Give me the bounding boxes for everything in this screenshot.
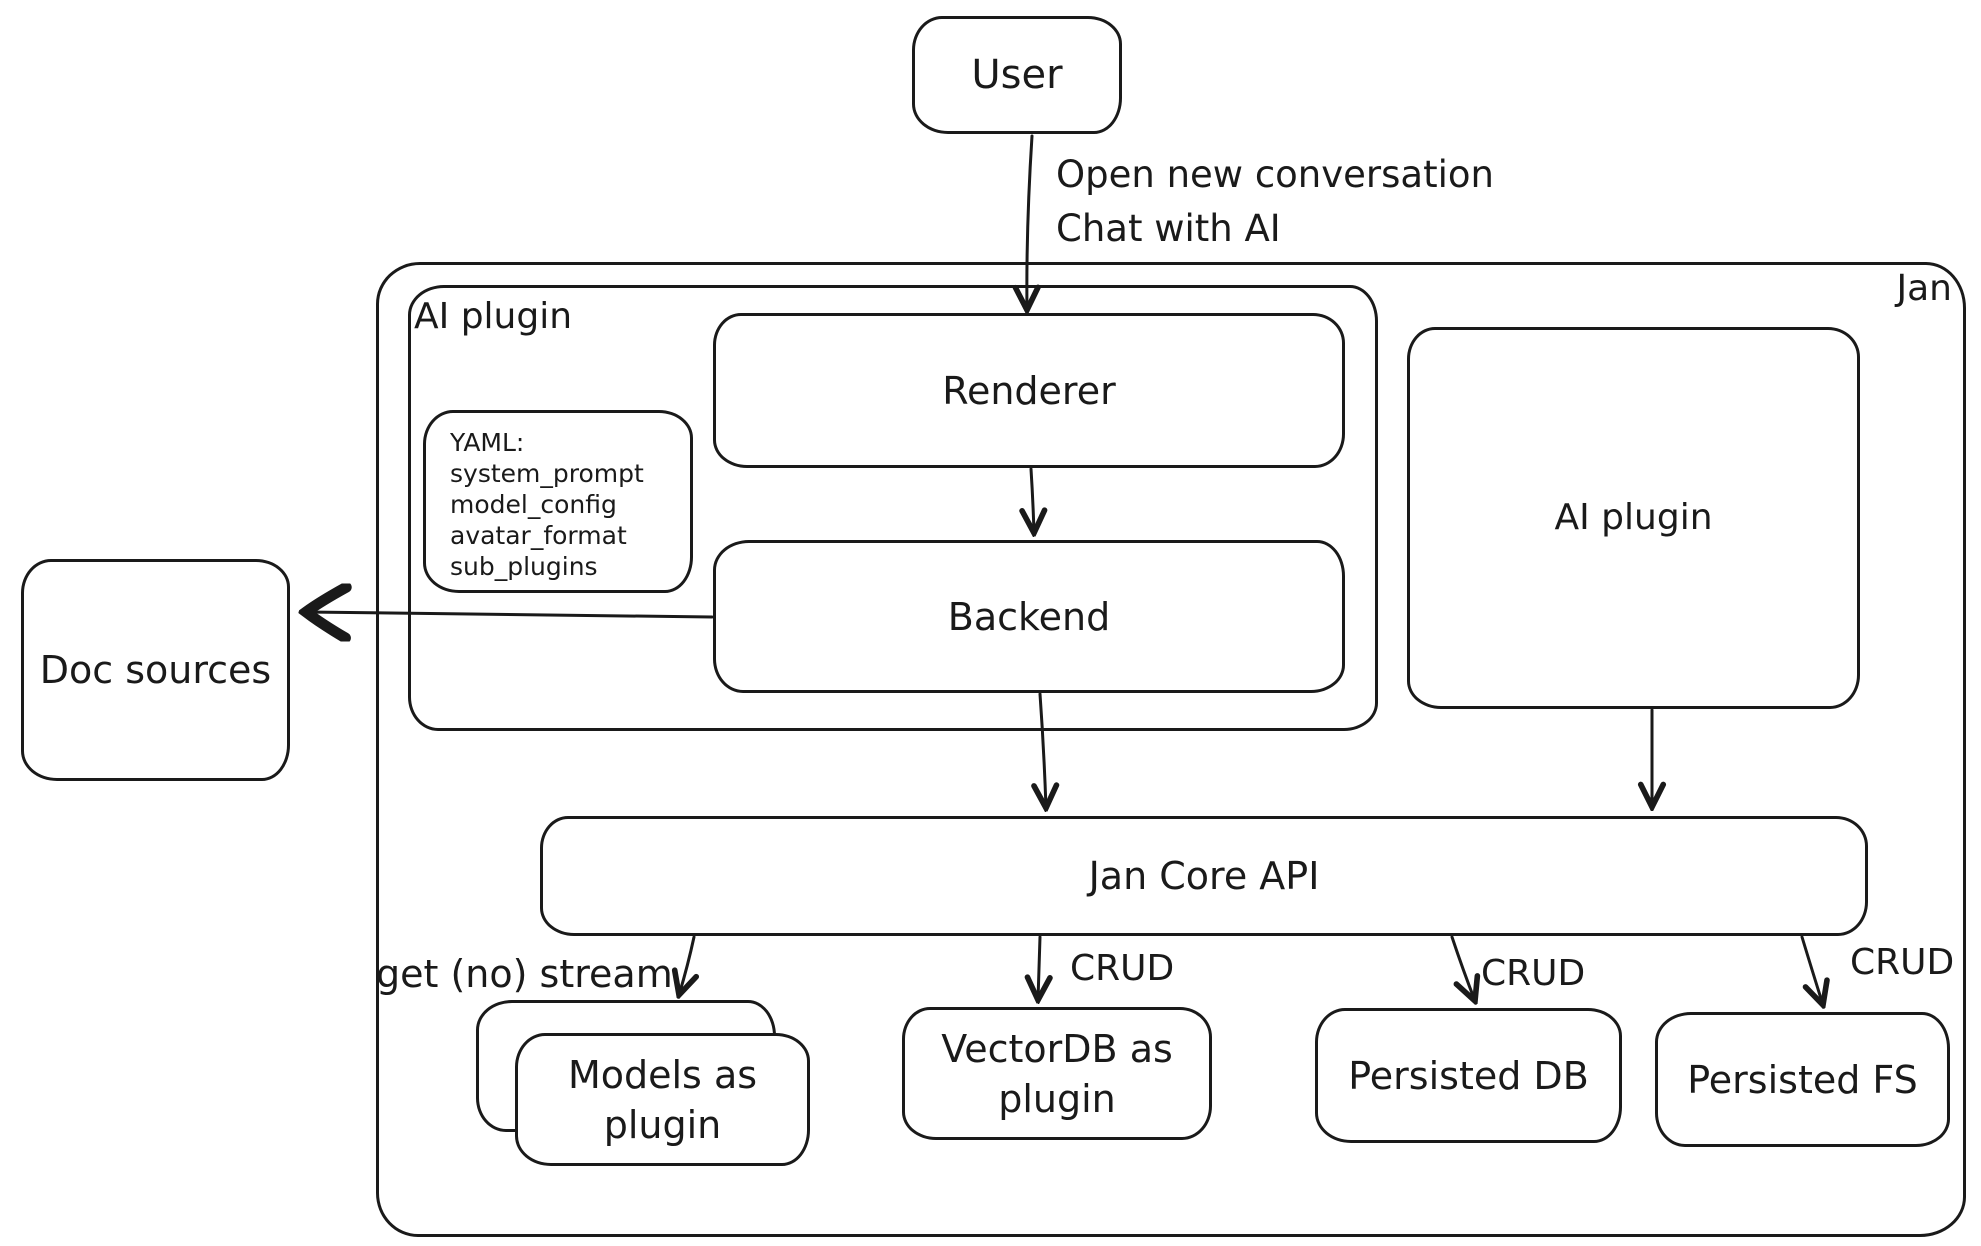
renderer-node-label: Renderer: [942, 368, 1116, 413]
yaml-note-line: YAML:: [450, 428, 525, 457]
edge-label-line: Chat with AI: [1056, 207, 1281, 250]
renderer-node: Renderer: [713, 313, 1345, 468]
yaml-note-line: sub_plugins: [450, 552, 598, 581]
edge-label-crud-vectordb: CRUD: [1070, 948, 1175, 989]
edge-label-crud-persisted-fs: CRUD: [1850, 942, 1955, 983]
yaml-config-note: YAML: system_prompt model_config avatar_…: [423, 410, 693, 593]
persisted-fs-node: Persisted FS: [1655, 1012, 1950, 1147]
backend-node-label: Backend: [947, 594, 1111, 639]
models-plugin-node: Models as plugin: [515, 1033, 810, 1166]
edge-label-line: Open new conversation: [1056, 153, 1494, 196]
jan-container-box: [376, 262, 1966, 1237]
yaml-note-line: avatar_format: [450, 521, 627, 550]
vectordb-plugin-node: VectorDB as plugin: [902, 1007, 1212, 1140]
models-plugin-node-label: Models as plugin: [567, 1052, 758, 1147]
doc-sources-node-label: Doc sources: [39, 648, 272, 692]
yaml-note-line: model_config: [450, 490, 617, 519]
ai-plugin-node: AI plugin: [1407, 327, 1860, 709]
user-node-label: User: [971, 52, 1063, 98]
jan-label: Jan: [1896, 268, 1953, 309]
edge-label-open-conversation: Open new conversation Chat with AI: [1056, 148, 1494, 256]
jan-core-api-node: Jan Core API: [540, 816, 1868, 936]
ai-plugin-container-label: AI plugin: [414, 296, 573, 337]
yaml-config-note-text: YAML: system_prompt model_config avatar_…: [426, 413, 690, 582]
backend-node: Backend: [713, 540, 1345, 693]
ai-plugin-container-box: [408, 285, 1378, 731]
persisted-db-node-label: Persisted DB: [1348, 1053, 1589, 1098]
yaml-note-line: system_prompt: [450, 459, 644, 488]
persisted-db-node: Persisted DB: [1315, 1008, 1622, 1143]
edge-label-get-no-stream: get (no) stream: [376, 952, 673, 996]
jan-core-api-node-label: Jan Core API: [1088, 854, 1320, 898]
vectordb-plugin-node-label: VectorDB as plugin: [941, 1026, 1173, 1121]
doc-sources-node: Doc sources: [21, 559, 290, 781]
persisted-fs-node-label: Persisted FS: [1687, 1057, 1918, 1102]
ai-plugin-node-label: AI plugin: [1554, 497, 1713, 538]
edge-label-crud-persisted-db: CRUD: [1481, 953, 1586, 994]
user-node: User: [912, 16, 1122, 134]
